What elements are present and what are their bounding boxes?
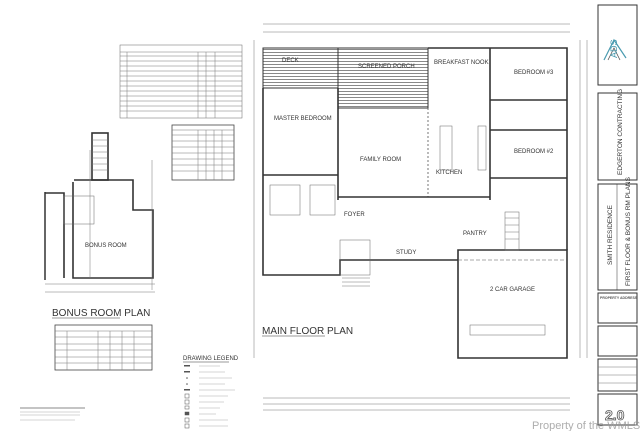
room-bedroom-2: BEDROOM #2 — [514, 149, 554, 155]
room-bedroom-3: BEDROOM #3 — [514, 70, 554, 76]
notes-block — [20, 407, 85, 421]
ads-logo: ADS — [603, 38, 627, 61]
room-screened-porch: SCREENED PORCH — [358, 64, 415, 70]
sheet-title: FIRST FLOOR & BONUS RM PLANS — [625, 176, 632, 286]
room-deck: DECK — [282, 58, 299, 64]
opening-schedule-table — [54, 324, 153, 371]
room-kitchen: KITCHEN — [436, 170, 462, 176]
svg-text:ADS: ADS — [609, 39, 619, 58]
property-address-label: PROPERTY ADDRESS — [600, 296, 638, 300]
main-floor-plan: DECK SCREENED PORCH BREAKFAST NOOK BEDRO… — [253, 23, 588, 411]
room-foyer: FOYER — [344, 212, 365, 218]
room-2-car-garage: 2 CAR GARAGE — [490, 287, 535, 293]
sheet-number: 2.0 — [605, 407, 625, 423]
title-block: ADS EDGERTON CONTRACTING SMITH RESIDENCE… — [597, 4, 638, 426]
room-pantry: PANTRY — [463, 231, 487, 237]
legend-title: DRAWING LEGEND — [183, 356, 239, 362]
bonus-room-plan-title: BONUS ROOM PLAN — [52, 308, 150, 319]
door-schedule-table — [171, 124, 235, 181]
room-family-room: FAMILY ROOM — [360, 157, 401, 163]
drawing-legend: DRAWING LEGEND — [183, 356, 239, 429]
bonus-room-label: BONUS ROOM — [85, 243, 127, 249]
room-study: STUDY — [396, 250, 416, 256]
room-breakfast-nook: BREAKFAST NOOK — [434, 60, 489, 66]
contractor-name: EDGERTON CONTRACTING — [617, 89, 624, 175]
bonus-room-plan: BONUS ROOM BONUS ROOM PLAN — [44, 132, 155, 319]
main-floor-plan-title: MAIN FLOOR PLAN — [262, 326, 353, 337]
project-name: SMITH RESIDENCE — [607, 204, 614, 265]
window-schedule-table — [119, 44, 243, 119]
watermark: Property of the WMLS — [532, 420, 640, 431]
room-master-bedroom: MASTER BEDROOM — [274, 116, 332, 122]
